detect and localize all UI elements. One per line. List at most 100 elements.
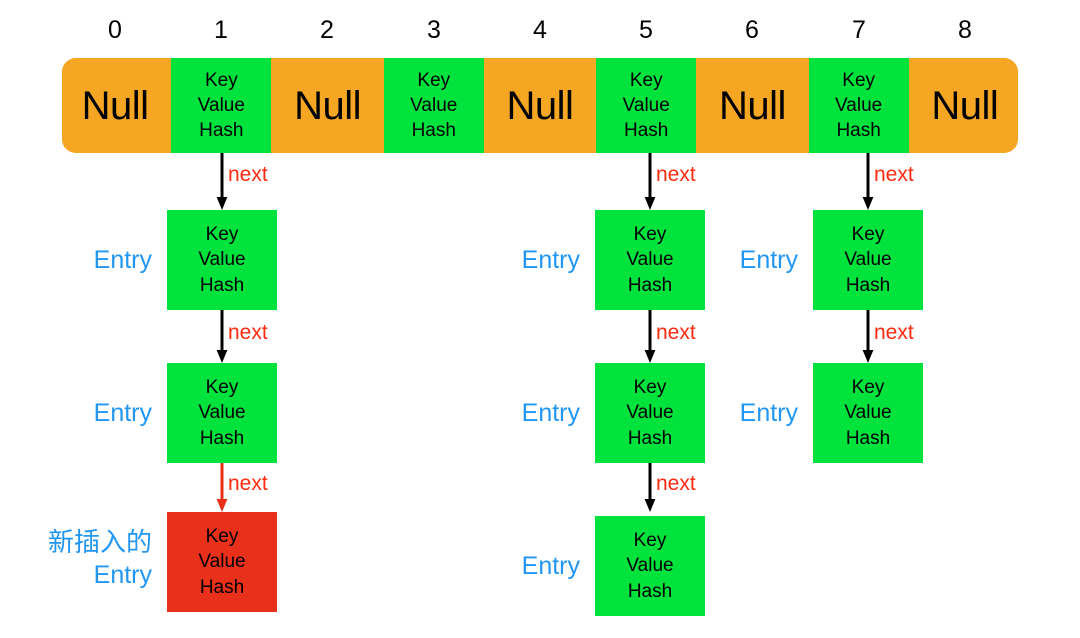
bucket-null-label-2: Null [294, 83, 361, 128]
chain-2-entry-label-text-0: Entry [521, 246, 580, 274]
chain-1-new-entry-label: 新插入的 Entry [20, 527, 152, 591]
chain-3-entry-hash-1: Hash [845, 427, 891, 449]
chain-1-new-entry-label-en: Entry [93, 560, 152, 589]
chain-3-entry-key-1: Key [851, 376, 885, 398]
chain-1-entry-label-1: Entry [40, 398, 152, 429]
chain-2-entry-label-text-2: Entry [521, 552, 580, 580]
bucket-null-label-4: Null [506, 83, 574, 128]
chain-2-next-label-0: next [656, 163, 696, 186]
chain-2-entry-key-2: Key [633, 529, 667, 551]
bucket-entry-box-1: Key Value Hash [171, 58, 272, 153]
chain-2-arrow-2 [644, 463, 656, 512]
bucket-cell-0[interactable]: Null [62, 58, 169, 153]
chain-2-entry-label-2: Entry [468, 551, 580, 582]
chain-1-new-entry-label-cn: 新插入的 [47, 528, 152, 558]
chain-1-arrow-1 [216, 310, 228, 363]
chain-3-next-label-0: next [874, 163, 914, 186]
chain-1-new-entry-hash: Hash [199, 576, 245, 598]
chain-2-entry-value-0: Value [626, 249, 674, 271]
bucket-cell-2[interactable]: Null [274, 58, 381, 153]
chain-2-entry-value-1: Value [626, 402, 674, 424]
bucket-entry-value-7: Value [835, 94, 883, 116]
chain-2-entry-box-2[interactable]: Key Value Hash [595, 516, 705, 616]
bucket-null-label-8: Null [931, 83, 999, 128]
bucket-cell-3[interactable]: Key Value Hash [380, 58, 487, 153]
bucket-entry-hash-5: Hash [624, 120, 669, 142]
bucket-entry-value-3: Value [410, 94, 458, 116]
index-label-0: 0 [108, 16, 122, 44]
chain-2-arrow-1 [644, 310, 656, 363]
chain-3-entry-label-text-1: Entry [739, 399, 798, 427]
chain-2-entry-hash-0: Hash [627, 274, 673, 296]
chain-1-next-label-2: next [228, 472, 268, 495]
bucket-entry-box-7: Key Value Hash [808, 58, 909, 153]
bucket-cell-8[interactable]: Null [911, 58, 1018, 153]
bucket-cell-6[interactable]: Null [699, 58, 806, 153]
chain-3-entry-box-0[interactable]: Key Value Hash [813, 210, 923, 310]
chain-2-entry-box-1[interactable]: Key Value Hash [595, 363, 705, 463]
index-label-8: 8 [958, 16, 972, 44]
index-label-4: 4 [533, 16, 547, 44]
chain-1-next-label-0: next [228, 163, 268, 186]
chain-1-entry-label-text-0: Entry [93, 246, 152, 274]
bucket-array: Null Key Value Hash Null Key Value Hash … [62, 58, 1018, 153]
chain-1-new-entry-key: Key [205, 525, 239, 547]
chain-3-next-label-1: next [874, 321, 914, 344]
chain-3-arrow-1 [862, 310, 874, 363]
chain-2-entry-value-2: Value [626, 555, 674, 577]
bucket-null-label-6: Null [718, 83, 786, 128]
chain-1-entry-box-1[interactable]: Key Value Hash [167, 363, 277, 463]
chain-1-entry-hash-0: Hash [199, 274, 245, 296]
chain-2-entry-box-0[interactable]: Key Value Hash [595, 210, 705, 310]
chain-1-entry-value-0: Value [198, 249, 246, 271]
chain-2-entry-label-text-1: Entry [521, 399, 580, 427]
chain-2-next-label-1: next [656, 321, 696, 344]
chain-1-entry-label-text-1: Entry [93, 399, 152, 427]
chain-1-entry-hash-1: Hash [199, 427, 245, 449]
chain-3-entry-value-1: Value [844, 402, 892, 424]
bucket-cell-5[interactable]: Key Value Hash [593, 58, 700, 153]
chain-1-new-entry-box[interactable]: Key Value Hash [167, 512, 277, 612]
chain-3-entry-label-text-0: Entry [739, 246, 798, 274]
chain-2-arrow-0 [644, 153, 656, 210]
chain-3-entry-hash-0: Hash [845, 274, 891, 296]
chain-3-entry-label-1: Entry [686, 398, 798, 429]
chain-1-entry-key-0: Key [205, 223, 239, 245]
index-label-5: 5 [639, 16, 653, 44]
bucket-entry-box-5: Key Value Hash [596, 58, 697, 153]
chain-3-entry-label-0: Entry [686, 245, 798, 276]
bucket-entry-box-3: Key Value Hash [383, 58, 484, 153]
bucket-null-label-0: Null [81, 83, 149, 128]
chain-2-entry-hash-1: Hash [627, 427, 673, 449]
chain-1-entry-box-0[interactable]: Key Value Hash [167, 210, 277, 310]
chain-2-entry-label-0: Entry [468, 245, 580, 276]
chain-1-entry-key-1: Key [205, 376, 239, 398]
bucket-cell-7[interactable]: Key Value Hash [805, 58, 912, 153]
chain-1-entry-value-1: Value [198, 402, 246, 424]
bucket-entry-hash-3: Hash [411, 120, 456, 142]
bucket-cell-4[interactable]: Null [486, 58, 594, 153]
bucket-entry-hash-7: Hash [836, 120, 881, 142]
chain-2-entry-label-1: Entry [468, 398, 580, 429]
index-label-2: 2 [320, 16, 334, 44]
index-label-1: 1 [214, 16, 228, 44]
chain-3-arrow-0 [862, 153, 874, 210]
chain-1-new-entry-value: Value [198, 551, 246, 573]
bucket-entry-key-7: Key [842, 69, 876, 91]
bucket-entry-key-5: Key [629, 69, 663, 91]
bucket-entry-hash-1: Hash [199, 120, 244, 142]
chain-1-arrow-0 [216, 153, 228, 210]
bucket-entry-key-1: Key [204, 69, 238, 91]
bucket-entry-key-3: Key [417, 69, 451, 91]
chain-2-entry-key-1: Key [633, 376, 667, 398]
bucket-entry-value-5: Value [622, 94, 670, 116]
chain-1-entry-label-0: Entry [40, 245, 152, 276]
index-label-7: 7 [852, 16, 866, 44]
chain-2-next-label-2: next [656, 472, 696, 495]
chain-2-entry-hash-2: Hash [627, 580, 673, 602]
chain-1-next-label-1: next [228, 321, 268, 344]
chain-3-entry-value-0: Value [844, 249, 892, 271]
bucket-cell-1[interactable]: Key Value Hash [168, 58, 275, 153]
chain-3-entry-box-1[interactable]: Key Value Hash [813, 363, 923, 463]
